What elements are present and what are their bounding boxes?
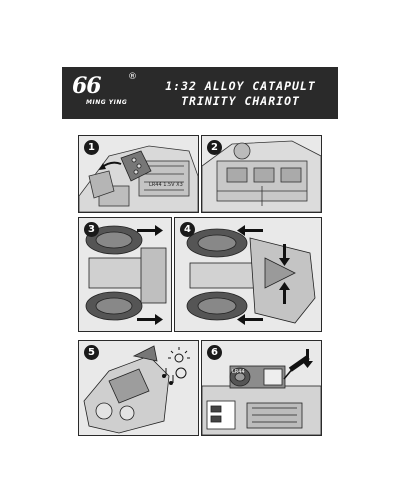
step-number: 3 bbox=[84, 222, 99, 237]
step-number: 1 bbox=[84, 140, 99, 155]
light-icon bbox=[168, 347, 190, 363]
step-2-illustration bbox=[202, 140, 321, 212]
step-1-illustration bbox=[79, 145, 198, 212]
step-1-panel: 1 LR44 1.5V X3 bbox=[78, 135, 199, 213]
title-banner: 66 ® MING YING 1:32 ALLOY CATAPULT TRINI… bbox=[62, 67, 338, 119]
battery-cover bbox=[120, 150, 152, 182]
step-6-illustration bbox=[202, 349, 321, 435]
step-number: 4 bbox=[180, 222, 195, 237]
sound-icon bbox=[162, 368, 174, 385]
arrow-down-icon bbox=[279, 244, 290, 266]
registered-mark: ® bbox=[128, 72, 137, 82]
arrow-left-icon bbox=[237, 225, 263, 325]
step-4-illustration bbox=[186, 225, 316, 325]
screwdriver-icon bbox=[283, 355, 310, 380]
step-number: 6 bbox=[207, 345, 222, 360]
arrow-right-icon bbox=[137, 225, 163, 325]
step-number: 2 bbox=[207, 140, 222, 155]
title-line-1: 1:32 ALLOY CATAPULT bbox=[165, 79, 316, 93]
battery-label: LR44 1.5V X3 bbox=[149, 182, 183, 188]
step-2-panel: 2 bbox=[201, 135, 322, 213]
arrow-up-icon bbox=[279, 282, 290, 304]
step-3-panel: 3 bbox=[78, 217, 172, 332]
arrow-down-icon bbox=[302, 349, 313, 368]
step-6-panel: 6 LR44 bbox=[201, 340, 322, 436]
logo-mark: 66 bbox=[72, 73, 102, 99]
step-5-illustration bbox=[83, 345, 190, 434]
speaker-icon bbox=[175, 367, 187, 379]
brand-logo: 66 ® MING YING bbox=[72, 73, 142, 113]
title-line-2: TRINITY CHARIOT bbox=[181, 94, 300, 108]
step-5-panel: 5 bbox=[78, 340, 199, 436]
step-number: 5 bbox=[84, 345, 99, 360]
logo-subtitle: MING YING bbox=[86, 99, 128, 106]
step-4-panel: 4 bbox=[174, 217, 322, 332]
battery-label: LR44 bbox=[232, 369, 245, 375]
step-3-illustration bbox=[85, 225, 167, 325]
